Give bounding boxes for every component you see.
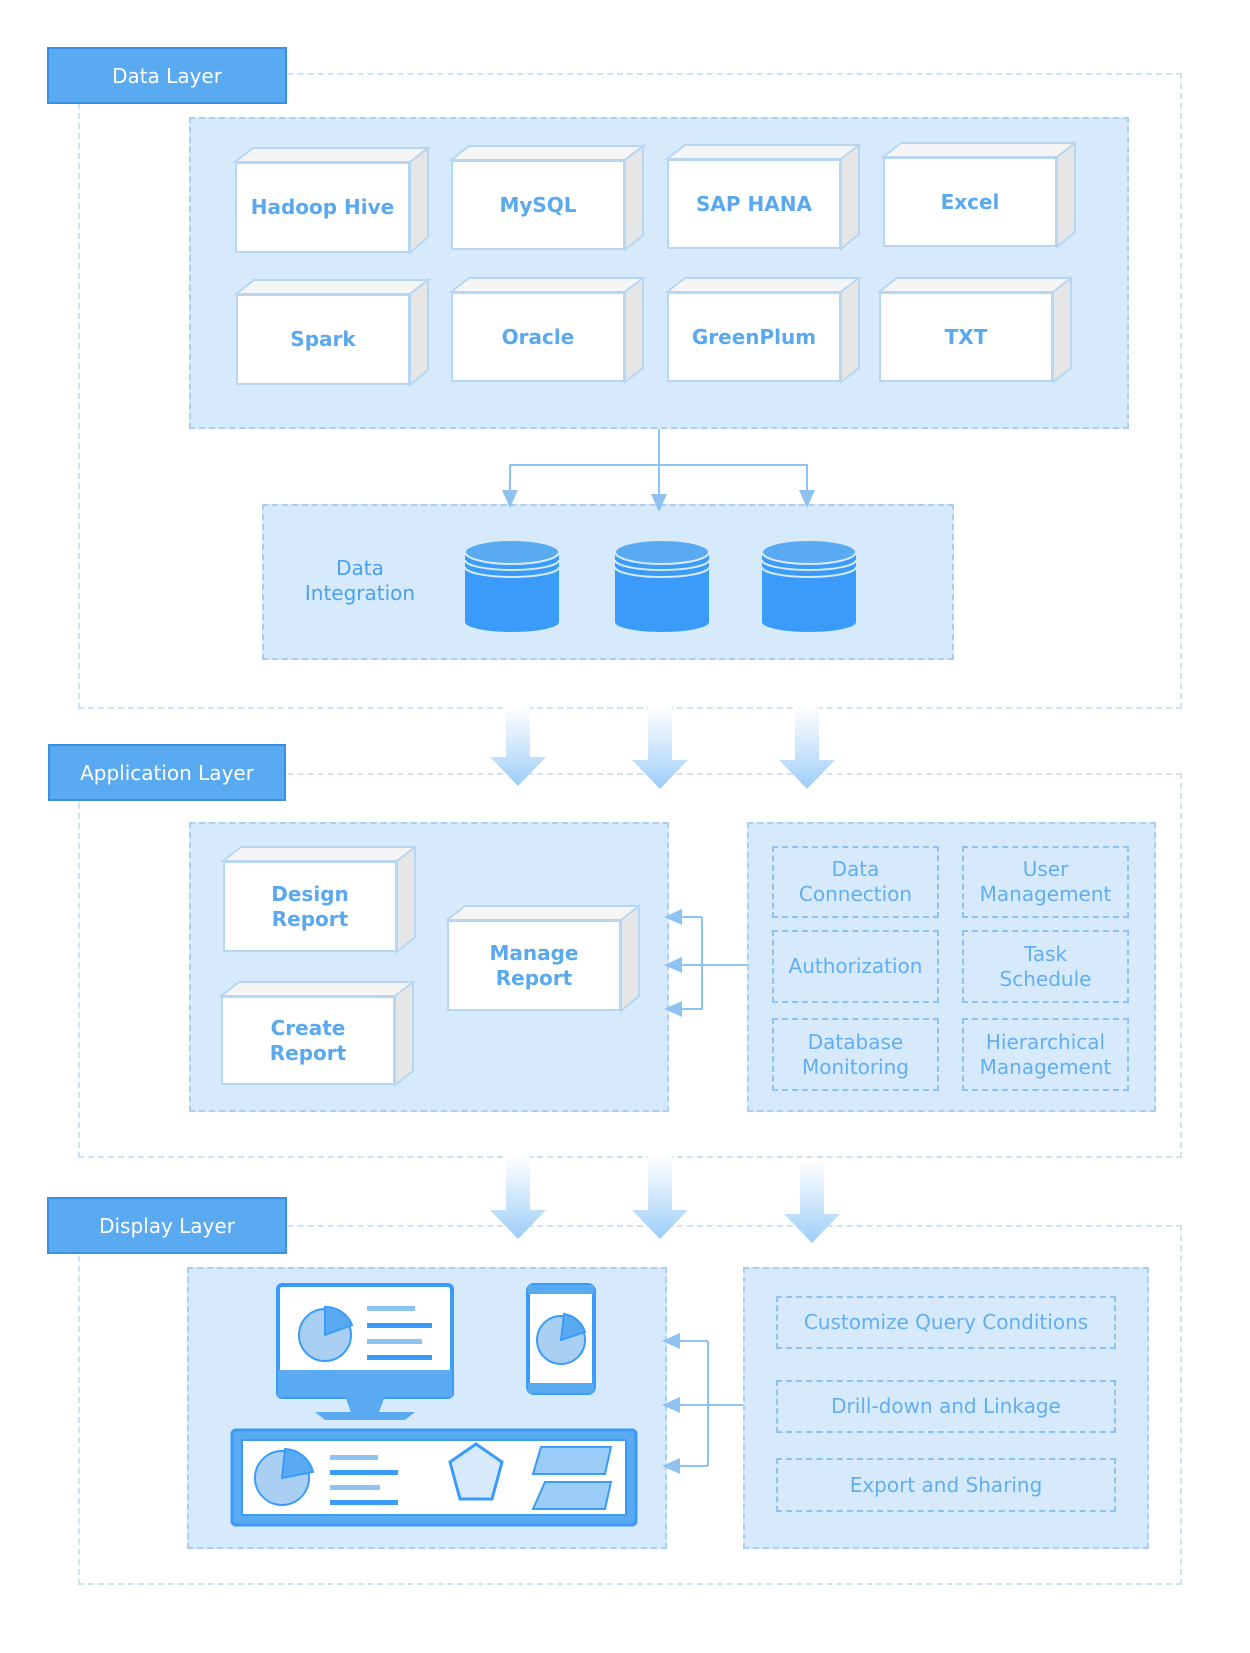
display-layer-frame — [78, 1225, 1182, 1585]
source-hadoop-hive: Hadoop Hive — [235, 162, 410, 253]
data-integration-label: Data Integration — [304, 556, 416, 605]
source-sap-hana: SAP HANA — [667, 159, 841, 249]
source-spark: Spark — [236, 294, 410, 385]
source-mysql: MySQL — [451, 160, 625, 250]
database-monitoring-item: Database Monitoring — [772, 1018, 939, 1091]
management-connector — [664, 909, 747, 1017]
application-layer-tag: Application Layer — [48, 744, 286, 801]
task-schedule-item: Task Schedule — [962, 930, 1129, 1003]
user-management-item: User Management — [962, 846, 1129, 918]
display-connector — [662, 1333, 743, 1474]
dashboard-icon — [230, 1428, 638, 1527]
source-txt: TXT — [879, 292, 1053, 382]
data-layer-frame — [78, 73, 1182, 709]
data-connection-item: Data Connection — [772, 846, 939, 918]
authorization-item: Authorization — [772, 930, 939, 1003]
database-icons — [464, 539, 857, 632]
source-oracle: Oracle — [451, 292, 625, 382]
application-layer-frame — [78, 773, 1182, 1158]
phone-icon — [526, 1283, 596, 1395]
data-layer-tag: Data Layer — [47, 47, 287, 104]
source-excel: Excel — [883, 157, 1057, 247]
manage-report-box: Manage Report — [447, 920, 621, 1011]
display-layer-tag: Display Layer — [47, 1197, 287, 1254]
source-greenplum: GreenPlum — [667, 292, 841, 382]
create-report-box: Create Report — [221, 996, 395, 1085]
customize-query-conditions-item: Customize Query Conditions — [776, 1296, 1116, 1349]
hierarchical-management-item: Hierarchical Management — [962, 1018, 1129, 1091]
export-sharing-item: Export and Sharing — [776, 1458, 1116, 1512]
monitor-icon — [276, 1283, 454, 1420]
layer-flow-arrows — [490, 706, 840, 1243]
drill-down-linkage-item: Drill-down and Linkage — [776, 1380, 1116, 1433]
design-report-box: Design Report — [223, 861, 397, 952]
display-features-panel — [743, 1267, 1149, 1549]
integration-connector — [502, 429, 815, 512]
box-3d-sides — [218, 140, 1078, 1088]
management-panel — [747, 822, 1156, 1112]
